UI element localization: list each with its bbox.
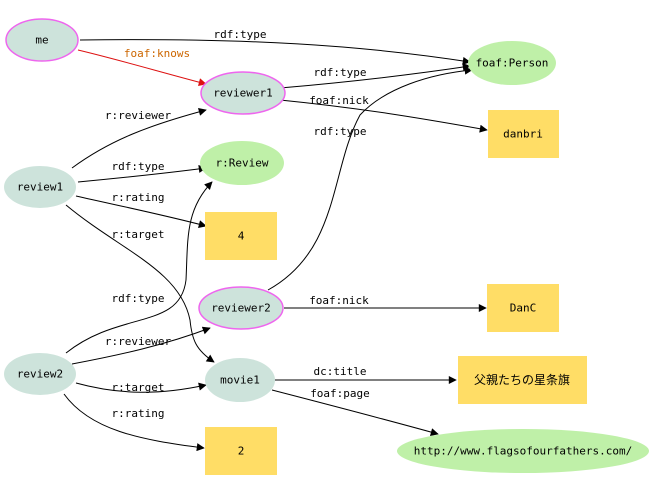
node-reviewer2-label: reviewer2 (211, 302, 271, 315)
node-reviewer1-label: reviewer1 (213, 87, 273, 100)
node-danbri-label: danbri (503, 128, 543, 141)
edge-label-review1-target: r:target (112, 228, 165, 241)
node-danbri[interactable]: danbri (488, 110, 559, 158)
edge-label-me-type: rdf:type (214, 28, 267, 41)
node-danc[interactable]: DanC (487, 284, 559, 332)
edge-me-knows (77, 49, 207, 87)
edge-labels: rdf:type foaf:knows rdf:type foaf:nick r… (105, 28, 370, 420)
edge-movie1-page (271, 389, 439, 436)
node-url[interactable]: http://www.flagsofourfathers.com/ (397, 429, 649, 473)
node-foaf-person-shape (468, 41, 556, 85)
edge-label-review1-type: rdf:type (112, 160, 165, 173)
node-url-label: http://www.flagsofourfathers.com/ (414, 445, 633, 458)
node-r-review[interactable]: r:Review (200, 141, 284, 185)
node-url-shape (397, 429, 649, 473)
node-movie1-shape (205, 358, 275, 402)
node-review2-label: review2 (17, 368, 63, 381)
node-title-literal-shape (458, 356, 587, 404)
node-danc-shape (487, 284, 559, 332)
node-literal-4[interactable]: 4 (205, 212, 277, 260)
node-foaf-person-label: foaf:Person (476, 57, 549, 70)
node-r-review-label: r:Review (216, 157, 269, 170)
node-literal-4-label: 4 (238, 230, 245, 243)
edge-label-movie1-title: dc:title (314, 365, 367, 378)
node-movie1[interactable]: movie1 (205, 358, 275, 402)
edge-review2-target (75, 382, 207, 393)
edges (63, 39, 488, 452)
edge-label-movie1-page: foaf:page (310, 387, 370, 400)
edge-reviewer1-type (279, 63, 471, 89)
node-literal-4-shape (205, 212, 277, 260)
node-literal-2[interactable]: 2 (205, 427, 277, 475)
node-me[interactable]: me (5, 18, 79, 62)
node-reviewer2[interactable]: reviewer2 (198, 286, 284, 330)
node-title-literal-label: 父親たちの星条旗 (474, 372, 570, 387)
node-title-literal[interactable]: 父親たちの星条旗 (458, 356, 587, 404)
edge-label-review2-type: rdf:type (112, 292, 165, 305)
edge-review2-rating (63, 393, 205, 452)
edge-review2-type (65, 181, 213, 354)
edge-label-reviewer2-nick: foaf:nick (309, 294, 369, 307)
nodes: me reviewer1 foaf:Person danbri review1 … (4, 18, 649, 475)
edge-label-me-knows: foaf:knows (124, 47, 190, 60)
node-danbri-shape (488, 110, 559, 158)
edge-review1-reviewer (71, 107, 207, 169)
node-me-label: me (35, 34, 48, 47)
node-review1[interactable]: review1 (4, 166, 76, 208)
edge-reviewer2-type (267, 66, 473, 291)
edge-label-review2-rating: r:rating (112, 407, 165, 420)
node-reviewer2-shape (198, 286, 284, 330)
node-review2[interactable]: review2 (4, 353, 76, 395)
edge-review2-reviewer (71, 326, 211, 365)
node-movie1-label: movie1 (220, 374, 260, 387)
edge-label-review2-reviewer: r:reviewer (105, 335, 172, 348)
edge-review1-type (77, 164, 207, 183)
node-reviewer1-shape (200, 71, 286, 115)
edge-label-reviewer1-type: rdf:type (314, 66, 367, 79)
edge-label-reviewer2-type: rdf:type (314, 125, 367, 138)
node-me-shape (5, 18, 79, 62)
node-r-review-shape (200, 141, 284, 185)
node-review2-shape (4, 353, 76, 395)
node-literal-2-shape (205, 427, 277, 475)
node-reviewer1[interactable]: reviewer1 (200, 71, 286, 115)
edge-review1-target (65, 204, 215, 363)
node-literal-2-label: 2 (238, 445, 245, 458)
edge-label-review1-reviewer: r:reviewer (105, 109, 172, 122)
edge-label-reviewer1-nick: foaf:nick (309, 94, 369, 107)
node-danc-label: DanC (510, 302, 537, 315)
edge-label-review1-rating: r:rating (112, 191, 165, 204)
edge-me-type (79, 39, 471, 65)
edge-label-review2-target: r:target (112, 381, 165, 394)
node-foaf-person[interactable]: foaf:Person (468, 41, 556, 85)
edge-reviewer1-nick (279, 99, 488, 133)
node-review1-label: review1 (17, 181, 63, 194)
node-review1-shape (4, 166, 76, 208)
